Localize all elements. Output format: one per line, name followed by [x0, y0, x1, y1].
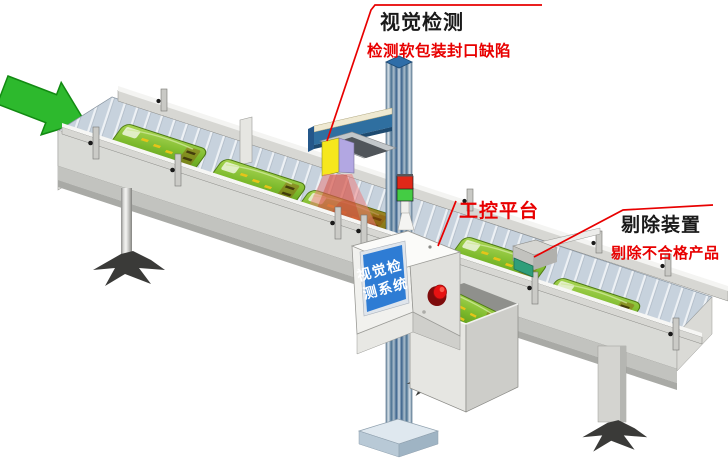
front-guide-rail-top — [62, 123, 702, 337]
tower-cap — [397, 174, 413, 177]
front-guide-rail — [61, 126, 703, 345]
reject-sensor-face — [513, 257, 534, 278]
right-leg-shade — [620, 346, 626, 422]
callout-labels: 视觉检测 检测软包装封口缺陷 工控平台 剔除装置 剔除不合格产品 — [367, 10, 720, 262]
camera-side-face — [338, 137, 355, 174]
label-reject-subtitle: 剔除不合格产品 — [610, 244, 720, 262]
rail-bracket-plate — [239, 116, 253, 166]
callout-line-console — [437, 200, 457, 247]
signal-tower — [396, 174, 415, 231]
vision-camera — [319, 131, 397, 177]
callout-line-reject — [533, 204, 714, 258]
left-leg-pole — [121, 188, 132, 260]
conveyor-left-leg — [93, 188, 165, 286]
callout-line-vision — [326, 4, 542, 142]
industrial-pc-console: 视觉检 测系统 — [350, 174, 462, 355]
column-base-right — [398, 430, 439, 458]
camera-front-face — [321, 137, 340, 177]
front-rail-posts — [88, 126, 680, 351]
console-screw — [428, 245, 432, 249]
tower-green-light — [396, 187, 414, 202]
bin-rim-highlight — [465, 303, 519, 325]
label-vision-title: 视觉检测 — [380, 10, 464, 34]
left-leg-foot — [93, 251, 165, 286]
console-screen — [363, 245, 406, 312]
callout-lines — [326, 4, 714, 258]
column-top-cap — [385, 55, 413, 69]
label-console-title: 工控平台 — [459, 199, 539, 222]
label-reject-title: 剔除装置 — [620, 213, 701, 236]
back-rail-posts — [156, 88, 672, 277]
arm-end-cap — [308, 126, 314, 152]
conveyor-right-leg — [582, 345, 648, 452]
label-vision-subtitle: 检测软包装封口缺陷 — [367, 41, 511, 60]
emergency-stop-button[interactable] — [427, 284, 447, 306]
console-screw — [422, 310, 426, 314]
right-leg-foot — [582, 420, 648, 452]
tower-red-light — [396, 175, 414, 190]
